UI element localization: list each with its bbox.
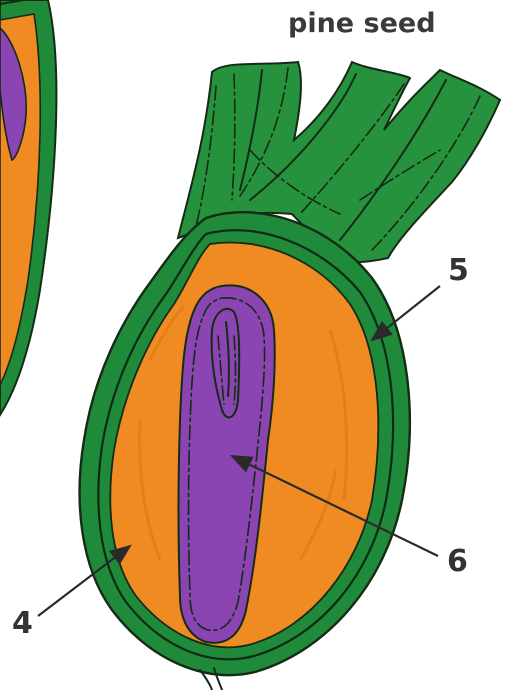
diagram-title: pine seed — [288, 8, 436, 39]
label-6: 6 — [447, 544, 468, 579]
label-4: 4 — [12, 606, 33, 641]
label-5: 5 — [448, 253, 469, 288]
adjacent-seed-partial — [0, 0, 56, 415]
